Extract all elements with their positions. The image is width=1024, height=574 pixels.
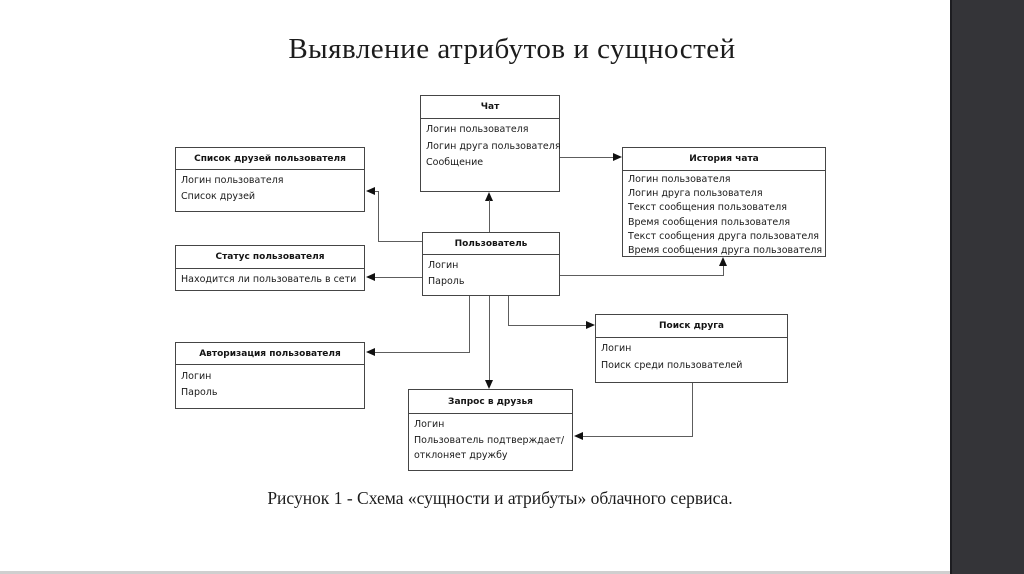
entity-authorization-title: Авторизация пользователя xyxy=(176,343,364,365)
connector-user-to-chat xyxy=(489,200,490,232)
slide-title: Выявление атрибутов и сущностей xyxy=(288,33,736,65)
attribute: Логин xyxy=(601,343,632,354)
right-sidebar xyxy=(950,0,1024,574)
figure-caption: Рисунок 1 - Схема «сущности и атрибуты» … xyxy=(267,488,733,508)
attribute: Логин пользователя xyxy=(628,174,731,185)
entity-chat: Чат Логин пользователя Логин друга польз… xyxy=(420,95,561,192)
connector-user-to-history-seg1 xyxy=(560,275,724,276)
attribute: Текст сообщения пользователя xyxy=(628,202,787,214)
entity-friends-list-title: Список друзей пользователя xyxy=(176,148,364,170)
entity-friend-search-attributes: Логин Поиск среди пользователей xyxy=(596,338,787,374)
connector-search-to-request-seg1 xyxy=(692,383,693,437)
attribute: Логин друга пользователя xyxy=(628,188,763,200)
connector-chat-to-history xyxy=(560,157,614,158)
connector-user-to-auth-seg1 xyxy=(469,296,470,353)
attribute: Логин xyxy=(181,371,212,382)
entity-chat-attributes: Логин пользователя Логин друга пользоват… xyxy=(421,119,561,172)
attribute: Пользователь подтверждает/ xyxy=(414,434,565,446)
connector-user-to-history-seg2 xyxy=(723,265,724,276)
attribute: Логин друга пользователя xyxy=(426,140,561,152)
entity-user-title: Пользователь xyxy=(423,233,559,255)
entity-user-status-title: Статус пользователя xyxy=(176,246,364,269)
attribute: Логин пользователя xyxy=(426,124,529,135)
entity-friends-list-attributes: Логин пользователя Список друзей xyxy=(176,170,364,205)
arrowhead-left-auth xyxy=(366,348,375,356)
entity-user-attributes: Логин Пароль xyxy=(423,255,559,290)
entity-friend-search-title: Поиск друга xyxy=(596,315,787,338)
entity-user-status-attributes: Находится ли пользователь в сети xyxy=(176,269,364,288)
connector-user-to-auth-seg2 xyxy=(374,352,469,353)
entity-friend-request-title: Запрос в друзья xyxy=(409,390,572,414)
attribute: Поиск среди пользователей xyxy=(601,359,743,371)
bottom-edge-strip xyxy=(0,571,950,574)
connector-user-to-friendslist-seg2 xyxy=(378,191,379,242)
arrowhead-down-request xyxy=(485,380,493,389)
connector-user-to-search-seg1 xyxy=(508,296,509,326)
entity-friends-list: Список друзей пользователя Логин пользов… xyxy=(175,147,365,212)
arrowhead-left-friendslist xyxy=(366,187,375,195)
connector-search-to-request-seg2 xyxy=(583,436,693,437)
attribute: отклоняет дружбу xyxy=(414,450,508,461)
entity-friend-request-attributes: Логин Пользователь подтверждает/ отклоня… xyxy=(409,414,572,464)
attribute: Время сообщения друга пользователя xyxy=(628,245,823,257)
entity-user: Пользователь Логин Пароль xyxy=(422,232,560,296)
entity-chat-title: Чат xyxy=(421,96,559,119)
connector-user-to-friendslist-seg1 xyxy=(378,241,422,242)
entity-authorization-attributes: Логин Пароль xyxy=(176,365,364,401)
attribute: Время сообщения пользователя xyxy=(628,216,791,228)
entity-friend-search: Поиск друга Логин Поиск среди пользовате… xyxy=(595,314,788,383)
connector-user-to-search-seg2 xyxy=(508,325,587,326)
attribute: Список друзей xyxy=(181,191,256,202)
attribute: Текст сообщения друга пользователя xyxy=(628,230,819,242)
arrowhead-right-history xyxy=(613,153,622,161)
attribute: Логин xyxy=(414,419,445,430)
arrowhead-left-request xyxy=(574,432,583,440)
entity-chat-history-title: История чата xyxy=(623,148,825,171)
attribute: Пароль xyxy=(181,387,218,398)
connector-user-to-status xyxy=(375,277,422,278)
entity-authorization: Авторизация пользователя Логин Пароль xyxy=(175,342,365,409)
entity-friend-request: Запрос в друзья Логин Пользователь подтв… xyxy=(408,389,573,471)
entity-user-status: Статус пользователя Находится ли пользов… xyxy=(175,245,365,291)
attribute: Находится ли пользователь в сети xyxy=(181,274,357,285)
attribute: Логин xyxy=(428,260,459,271)
arrowhead-right-search xyxy=(586,321,595,329)
entity-chat-history-attributes: Логин пользователя Логин друга пользоват… xyxy=(623,171,825,258)
arrowhead-up-chat xyxy=(485,192,493,201)
attribute: Сообщение xyxy=(426,157,484,168)
connector-user-to-friendslist-seg3 xyxy=(374,191,379,192)
entity-chat-history: История чата Логин пользователя Логин др… xyxy=(622,147,826,257)
connector-user-to-request xyxy=(489,296,490,381)
attribute: Пароль xyxy=(428,276,465,287)
arrowhead-up-history xyxy=(719,257,727,266)
attribute: Логин пользователя xyxy=(181,175,284,186)
arrowhead-left-status xyxy=(366,273,375,281)
